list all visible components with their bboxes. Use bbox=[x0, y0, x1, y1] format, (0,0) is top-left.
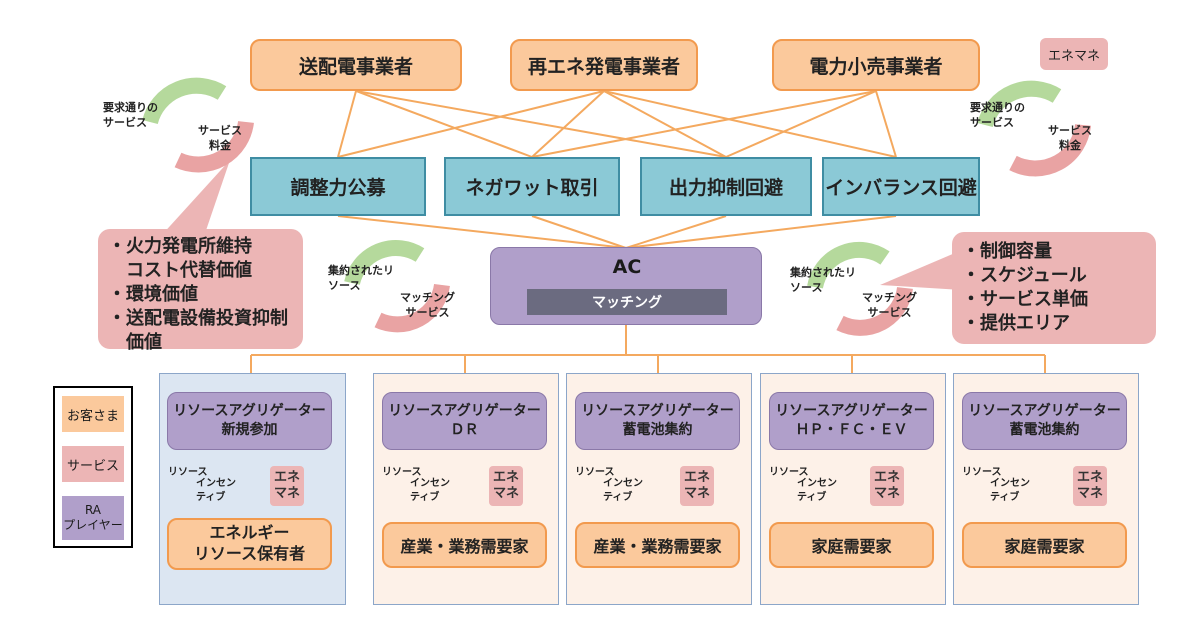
legend: お客さま サービス RA プレイヤー bbox=[53, 386, 133, 548]
mini-incentive: インセン ティブ bbox=[797, 478, 837, 503]
value-item: ・送配電設備投資抑制 価値 bbox=[108, 307, 288, 353]
value-item: ・環境価値 bbox=[108, 283, 198, 305]
customer-renewable: 再エネ発電事業者 bbox=[510, 39, 698, 91]
service-imbalance: インバランス回避 bbox=[822, 157, 980, 216]
mini-incentive: インセン ティブ bbox=[603, 478, 643, 503]
match-right-b: マッチング サービス bbox=[862, 291, 917, 319]
mini-enemane: エネ マネ bbox=[680, 466, 714, 506]
customer-transmission: 送配電事業者 bbox=[250, 39, 462, 91]
ac-matching: マッチング bbox=[527, 289, 727, 315]
customer-label: 送配電事業者 bbox=[298, 55, 413, 78]
cycle-right-a: 要求通りの サービス bbox=[970, 101, 1025, 129]
customer-label: 再エネ発電事業者 bbox=[527, 55, 680, 78]
mini-incentive: インセン ティブ bbox=[196, 478, 236, 503]
service-label: インバランス回避 bbox=[825, 177, 977, 199]
legend-service: サービス bbox=[62, 446, 124, 482]
ac-title: AC bbox=[612, 256, 642, 278]
spec-item: ・制御容量 bbox=[962, 241, 1052, 262]
service-negawatt: ネガワット取引 bbox=[444, 157, 620, 216]
owner-box: 家庭需要家 bbox=[962, 522, 1127, 568]
mini-resource: リソース bbox=[769, 467, 809, 478]
legend-customer: お客さま bbox=[62, 396, 124, 432]
ra-box-battery2: リソースアグリゲーター 蓄電池集約 bbox=[962, 392, 1127, 450]
match-left-a: 集約されたリ ソース bbox=[328, 264, 394, 292]
cycle-right-b: サービス 料金 bbox=[1048, 124, 1092, 152]
ra-box-new: リソースアグリゲーター 新規参加 bbox=[167, 392, 332, 450]
owner-box: エネルギー リソース保有者 bbox=[167, 518, 332, 570]
enemane-badge-top: エネマネ bbox=[1040, 38, 1108, 70]
value-item: ・火力発電所維持 コスト代替価値 bbox=[108, 236, 252, 281]
mini-resource: リソース bbox=[962, 467, 1002, 478]
ra-box-hpfcev: リソースアグリゲーター ＨＰ・ＦＣ・ＥＶ bbox=[769, 392, 934, 450]
service-label: 出力抑制回避 bbox=[668, 177, 783, 199]
mini-resource: リソース bbox=[575, 467, 615, 478]
service-label: 調整力公募 bbox=[290, 177, 386, 199]
match-left-b: マッチング サービス bbox=[400, 291, 455, 319]
cycle-left-a: 要求通りの サービス bbox=[103, 101, 158, 129]
owner-box: 産業・業務需要家 bbox=[575, 522, 740, 568]
mini-enemane: エネ マネ bbox=[870, 466, 904, 506]
spec-item: ・サービス単価 bbox=[962, 288, 1088, 310]
ra-box-dr: リソースアグリゲーター ＤＲ bbox=[382, 392, 547, 450]
ra-box-battery: リソースアグリゲーター 蓄電池集約 bbox=[575, 392, 740, 450]
value-callout: ・火力発電所維持 コスト代替価値 ・環境価値 ・送配電設備投資抑制 価値 bbox=[98, 229, 303, 353]
service-adjust: 調整力公募 bbox=[250, 157, 426, 216]
mini-enemane: エネ マネ bbox=[489, 466, 523, 506]
legend-player: RA プレイヤー bbox=[62, 496, 124, 540]
spec-callout: ・制御容量 ・スケジュール ・サービス単価 ・提供エリア bbox=[952, 232, 1156, 344]
owner-box: 産業・業務需要家 bbox=[382, 522, 547, 568]
spec-item: ・スケジュール bbox=[962, 264, 1087, 286]
cycle-left-b: サービス 料金 bbox=[198, 124, 242, 152]
service-label: ネガワット取引 bbox=[465, 177, 599, 199]
mini-resource: リソース bbox=[382, 467, 422, 478]
mini-enemane: エネ マネ bbox=[270, 466, 304, 506]
owner-box: 家庭需要家 bbox=[769, 522, 934, 568]
customer-label: 電力小売事業者 bbox=[809, 55, 943, 78]
enemane-label: エネマネ bbox=[1047, 48, 1100, 64]
mini-incentive: インセン ティブ bbox=[990, 478, 1030, 503]
mini-incentive: インセン ティブ bbox=[410, 478, 450, 503]
spec-item: ・提供エリア bbox=[962, 312, 1070, 334]
customer-retail: 電力小売事業者 bbox=[772, 39, 980, 91]
match-right-a: 集約されたリ ソース bbox=[790, 266, 856, 294]
mini-enemane: エネ マネ bbox=[1073, 466, 1107, 506]
service-curtail: 出力抑制回避 bbox=[640, 157, 812, 216]
mini-resource: リソース bbox=[168, 467, 208, 478]
ac-box: AC マッチング bbox=[490, 247, 762, 325]
